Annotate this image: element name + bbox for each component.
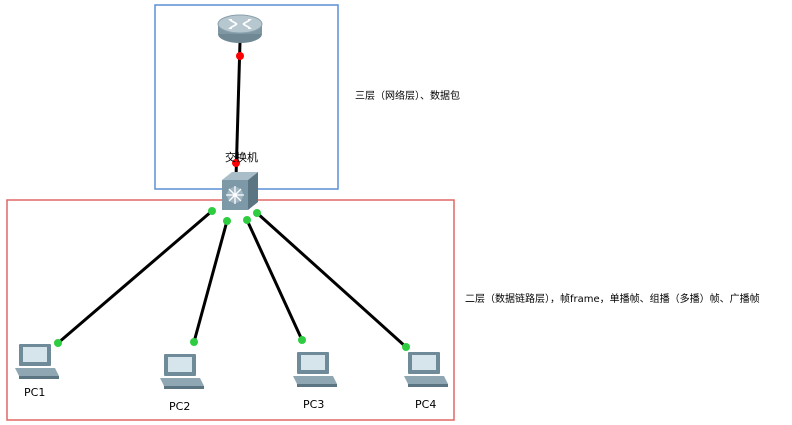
port-status-up	[54, 339, 62, 347]
router-icon[interactable]	[217, 14, 263, 43]
link-switch-pc3	[245, 219, 304, 341]
port-status-up	[402, 343, 410, 351]
pc-label: PC2	[169, 400, 191, 413]
switch-label: 交换机	[225, 151, 258, 164]
port-status-up	[253, 209, 261, 217]
port-status-up	[243, 216, 251, 224]
port-status-down	[232, 159, 240, 167]
pc-icon[interactable]	[160, 354, 204, 389]
link-switch-pc1	[57, 209, 213, 345]
port-status-up	[190, 338, 198, 346]
multilayer-switch-icon[interactable]	[222, 172, 258, 210]
port-status-up	[298, 336, 306, 344]
port-status-down	[236, 52, 244, 60]
link-switch-pc4	[255, 211, 408, 349]
layer2-region	[6, 199, 455, 421]
pc-icon[interactable]	[293, 352, 337, 387]
pc-icon[interactable]	[404, 352, 448, 387]
port-status-up	[223, 217, 231, 225]
pc-label: PC1	[24, 386, 46, 399]
link-router-switch	[234, 41, 242, 179]
link-switch-pc2	[192, 220, 229, 343]
port-status-up	[208, 207, 216, 215]
pc-label: PC4	[415, 398, 437, 411]
layer3-annotation: 三层（网络层）、数据包	[355, 91, 460, 102]
layer2-annotation: 二层（数据链路层），帧frame，单播帧、组播（多播）帧、广播帧	[465, 294, 760, 305]
pc-icon[interactable]	[15, 344, 59, 379]
pc-label: PC3	[303, 398, 325, 411]
